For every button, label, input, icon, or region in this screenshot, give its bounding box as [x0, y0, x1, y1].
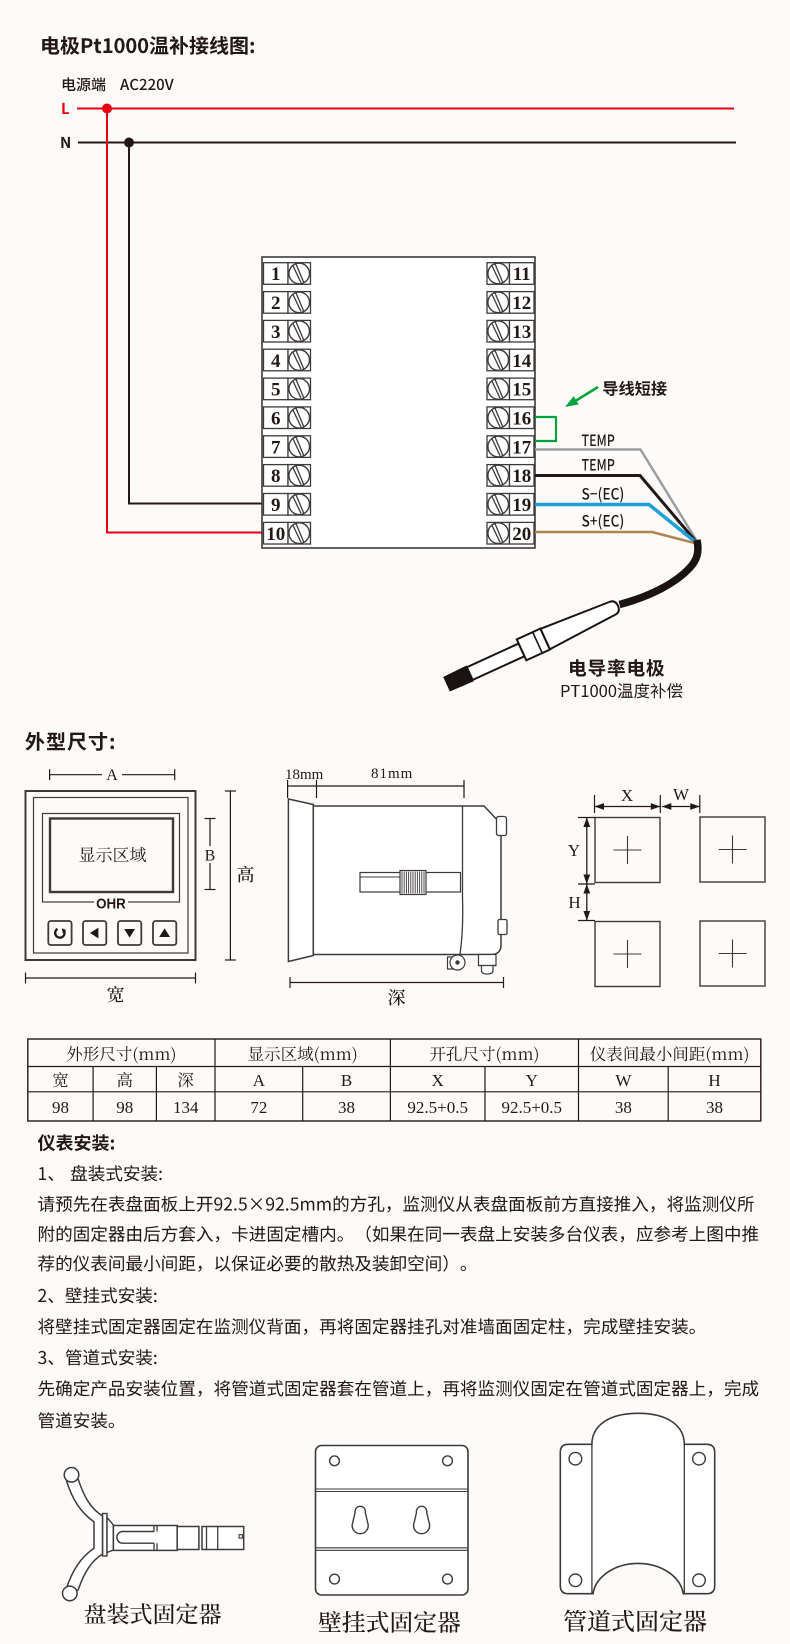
- svg-text:X: X: [432, 1071, 444, 1090]
- svg-text:98: 98: [116, 1098, 133, 1117]
- svg-text:16: 16: [512, 408, 531, 429]
- svg-text:X: X: [621, 786, 633, 805]
- svg-text:Y: Y: [526, 1071, 538, 1090]
- svg-text:18mm: 18mm: [285, 767, 324, 783]
- svg-text:92.5+0.5: 92.5+0.5: [407, 1098, 468, 1117]
- svg-text:13: 13: [512, 322, 531, 343]
- svg-text:11: 11: [513, 264, 531, 285]
- svg-text:10: 10: [266, 524, 285, 545]
- svg-text:6: 6: [271, 408, 281, 429]
- svg-text:92.5+0.5: 92.5+0.5: [501, 1098, 562, 1117]
- svg-text:9: 9: [271, 495, 281, 516]
- svg-text:17: 17: [512, 437, 532, 458]
- svg-text:B: B: [341, 1071, 352, 1090]
- svg-text:W: W: [673, 785, 690, 804]
- svg-text:4: 4: [271, 351, 281, 372]
- svg-text:7: 7: [271, 437, 281, 458]
- svg-text:W: W: [615, 1071, 632, 1090]
- svg-text:2: 2: [271, 293, 281, 314]
- svg-text:H: H: [568, 893, 580, 912]
- svg-text:1: 1: [271, 264, 281, 285]
- svg-text:A: A: [253, 1071, 266, 1090]
- svg-text:B: B: [205, 848, 216, 865]
- svg-text:98: 98: [52, 1098, 69, 1117]
- svg-text:OHR: OHR: [96, 895, 126, 912]
- svg-text:5: 5: [271, 380, 281, 401]
- svg-text:19: 19: [512, 495, 531, 516]
- svg-text:38: 38: [706, 1098, 723, 1117]
- svg-text:134: 134: [173, 1098, 199, 1117]
- svg-text:3: 3: [271, 322, 281, 343]
- svg-text:12: 12: [512, 293, 531, 314]
- svg-text:14: 14: [512, 351, 532, 372]
- svg-text:81mm: 81mm: [371, 766, 413, 782]
- svg-text:20: 20: [512, 524, 531, 545]
- svg-text:8: 8: [271, 466, 281, 487]
- svg-text:A: A: [106, 767, 118, 784]
- svg-text:Y: Y: [568, 841, 580, 860]
- svg-text:H: H: [708, 1071, 720, 1090]
- svg-text:15: 15: [512, 380, 531, 401]
- svg-text:38: 38: [338, 1098, 355, 1117]
- svg-text:18: 18: [512, 466, 531, 487]
- svg-text:38: 38: [615, 1098, 632, 1117]
- svg-text:72: 72: [250, 1098, 267, 1117]
